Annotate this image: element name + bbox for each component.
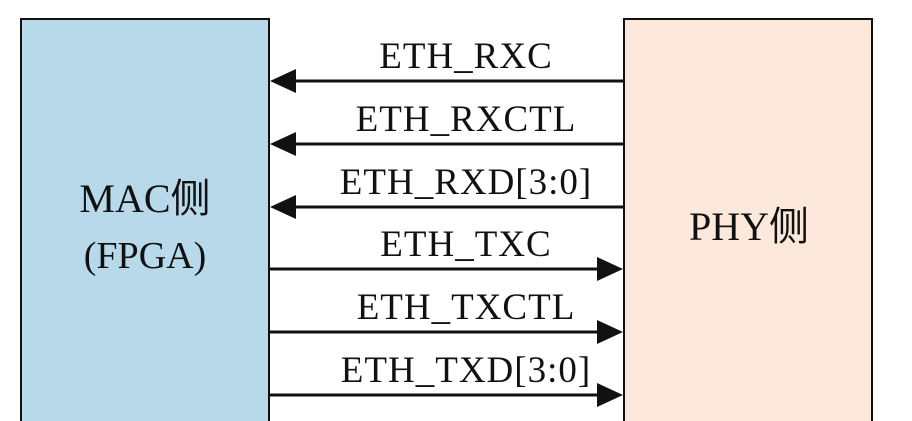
signal-eth-txctl: ETH_TXCTL [270, 287, 623, 344]
phy-block-box [623, 18, 873, 421]
arrow-head-icon [597, 383, 623, 407]
signal-label: ETH_TXD[3:0] [341, 350, 591, 391]
signal-eth-rxc: ETH_RXC [270, 36, 623, 93]
signal-label: ETH_TXCTL [357, 287, 576, 328]
arrow-head-icon [597, 320, 623, 344]
signal-label: ETH_RXC [379, 36, 553, 77]
arrow-head-icon [270, 132, 296, 156]
mac-block-sublabel: (FPGA) [84, 235, 206, 277]
signal-label: ETH_TXC [380, 224, 551, 265]
phy-block-label: PHY侧 [689, 204, 809, 249]
signal-eth-rxctl: ETH_RXCTL [270, 99, 623, 156]
mac-block-box [20, 18, 270, 421]
phy-block: PHY侧 [623, 18, 873, 421]
arrow-head-icon [270, 195, 296, 219]
signal-label: ETH_RXD[3:0] [340, 162, 592, 203]
arrow-head-icon [597, 257, 623, 281]
signal-eth-txd-3-0: ETH_TXD[3:0] [270, 350, 623, 407]
signal-label: ETH_RXCTL [356, 99, 577, 140]
signal-eth-txc: ETH_TXC [270, 224, 623, 281]
mac-block: MAC侧 (FPGA) [20, 18, 270, 421]
signal-eth-rxd-3-0: ETH_RXD[3:0] [270, 162, 623, 219]
signal-lines: ETH_RXC ETH_RXCTL ETH_RXD[3:0] ETH_TXC ETH_T… [270, 36, 623, 407]
arrow-head-icon [270, 69, 296, 93]
mac-block-label: MAC侧 [79, 176, 210, 221]
